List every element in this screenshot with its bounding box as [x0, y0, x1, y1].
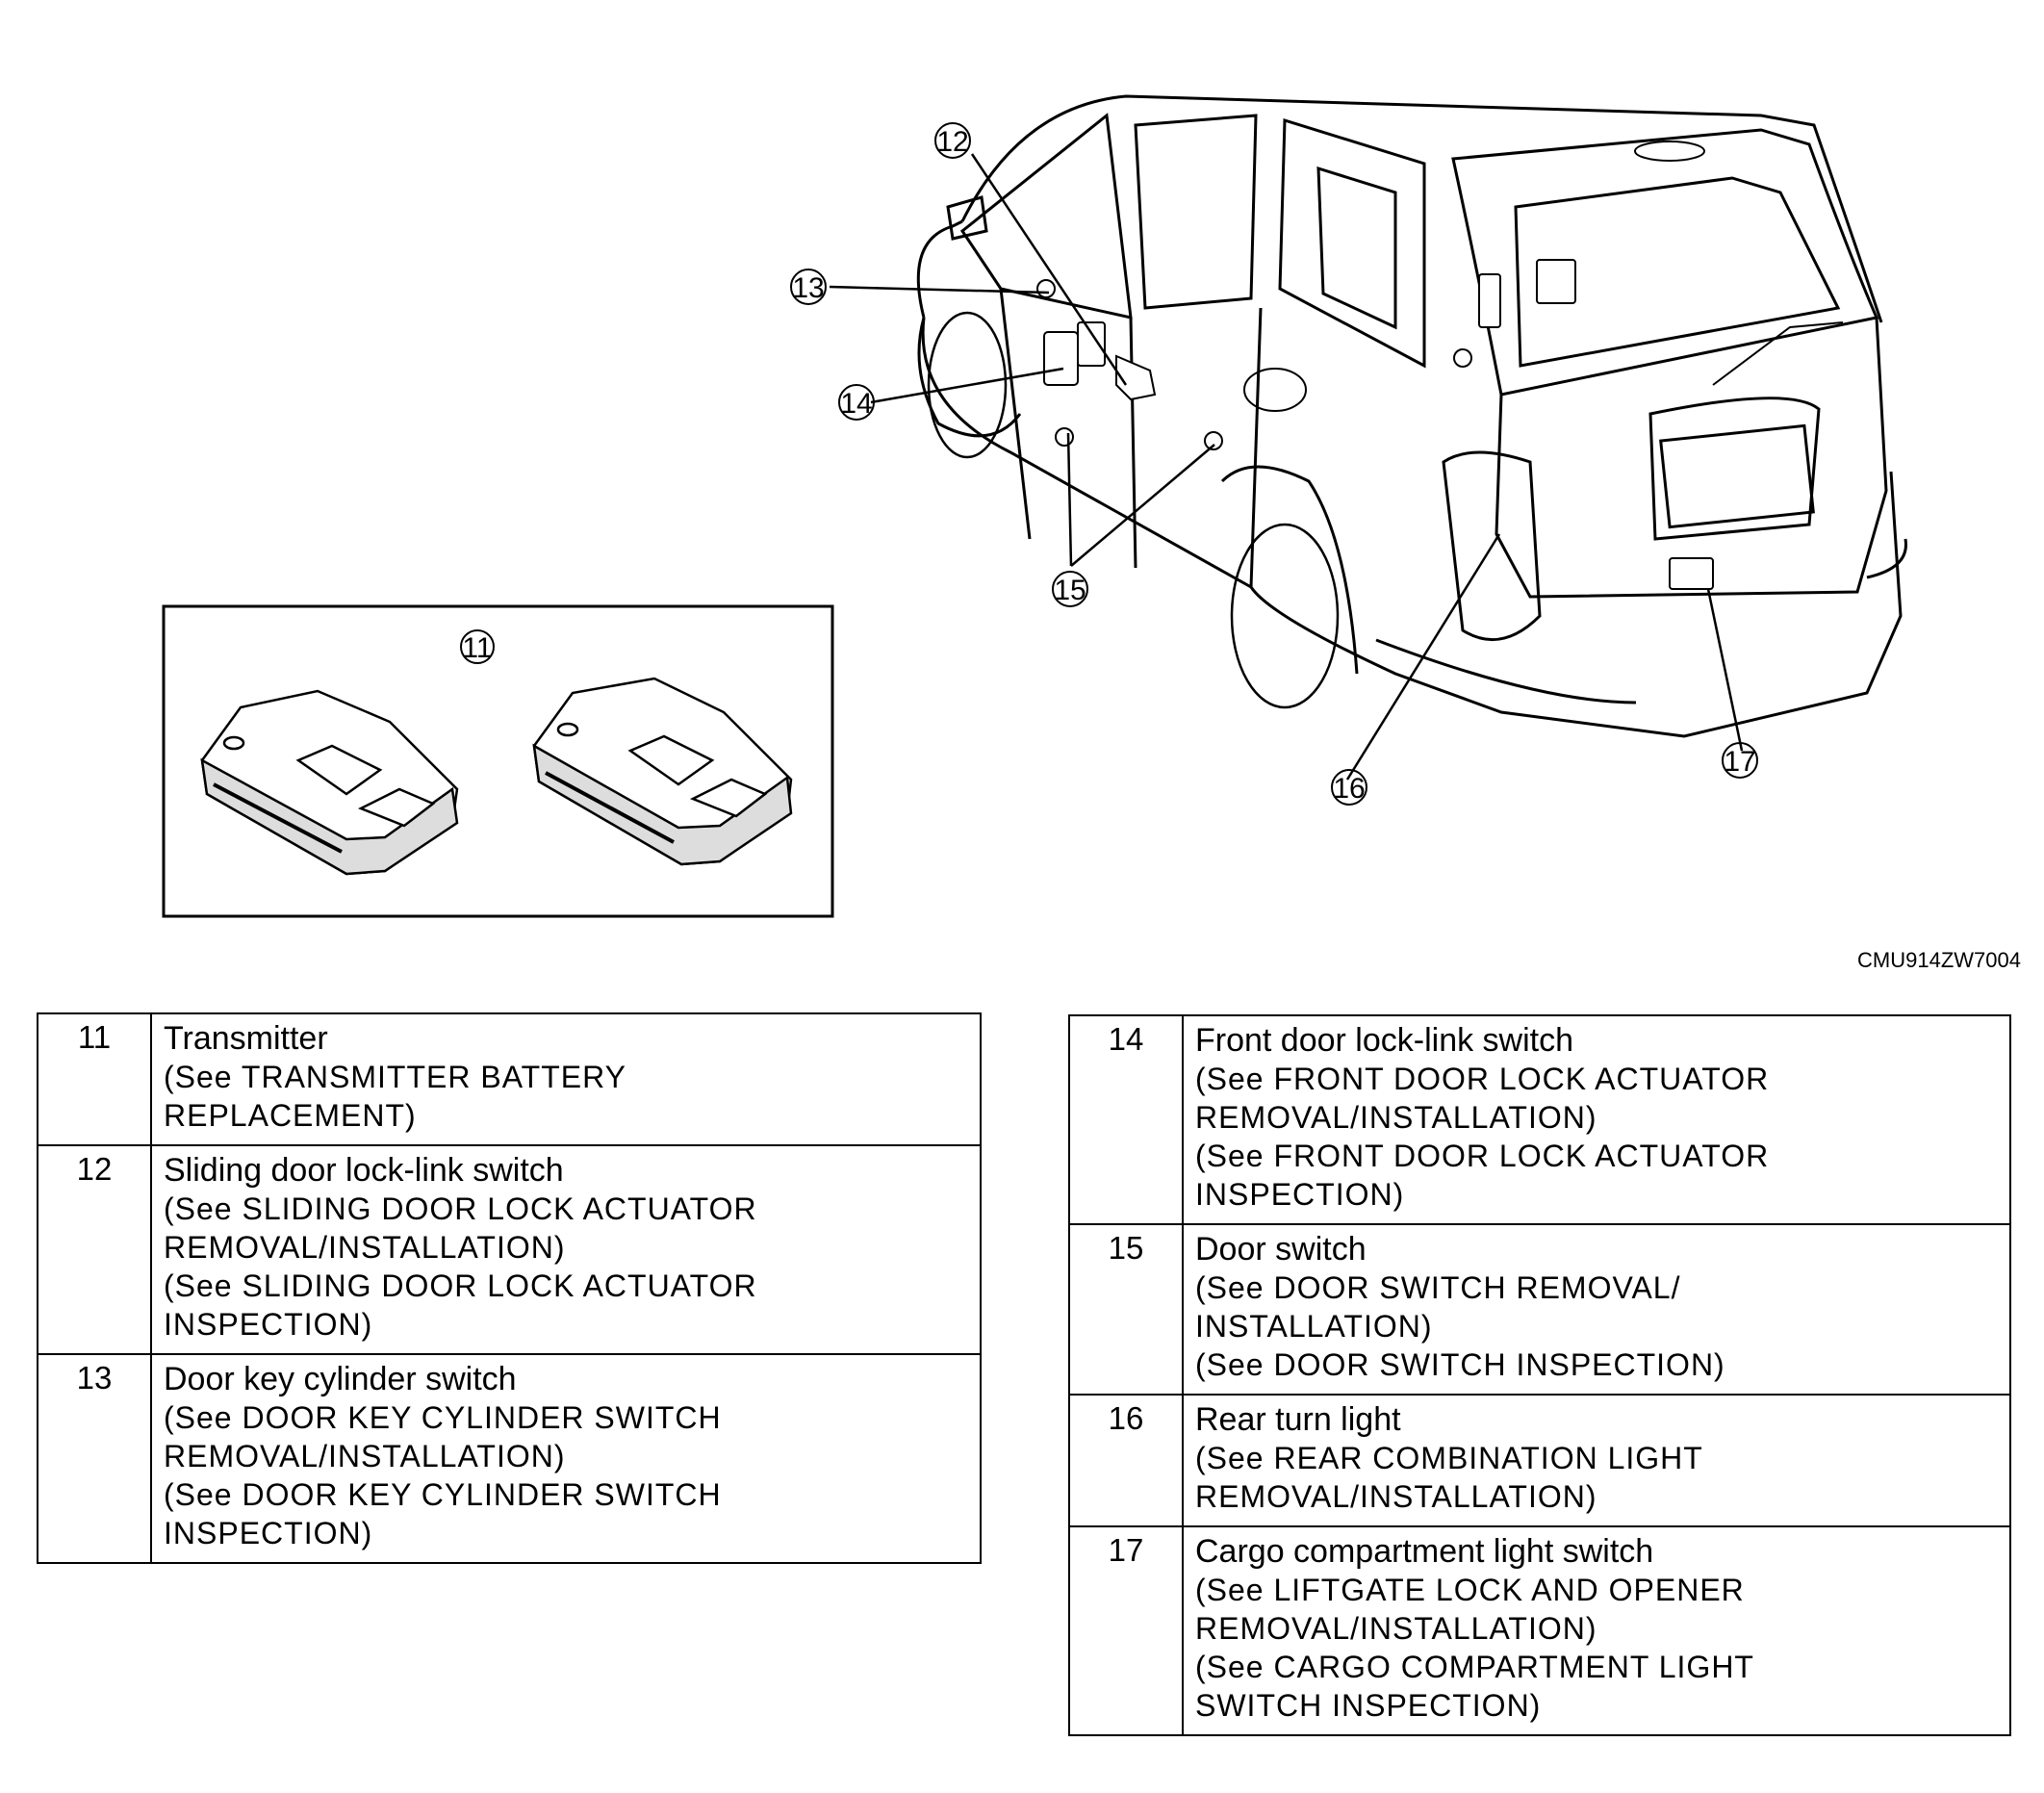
- legend-number: 17: [1069, 1525, 1184, 1735]
- legend-reference: REMOVAL/INSTALLATION): [164, 1439, 566, 1473]
- legend-reference: REMOVAL/INSTALLATION): [1195, 1611, 1597, 1646]
- legend-title: Rear turn light: [1195, 1401, 1401, 1438]
- legend-reference: SWITCH INSPECTION): [1195, 1688, 1542, 1723]
- component-markers: [1036, 259, 1714, 590]
- legend-table-left: 11 Transmitter (See TRANSMITTER BATTERY …: [37, 1012, 982, 1564]
- legend-row-16: 16 Rear turn light (See REAR COMBINATION…: [1069, 1394, 2010, 1526]
- legend-reference: (See FRONT DOOR LOCK ACTUATOR: [1195, 1062, 1770, 1096]
- legend-row-17: 17 Cargo compartment light switch (See L…: [1069, 1525, 2010, 1735]
- callout-14: 14: [840, 388, 872, 420]
- transmitter-inset: 11: [162, 604, 834, 918]
- legend-reference: (See DOOR SWITCH REMOVAL/: [1195, 1270, 1681, 1305]
- legend-reference: (See FRONT DOOR LOCK ACTUATOR: [1195, 1139, 1770, 1173]
- legend-reference: INSPECTION): [164, 1307, 373, 1342]
- legend-reference: (See DOOR SWITCH INSPECTION): [1195, 1347, 1725, 1382]
- legend-reference: REMOVAL/INSTALLATION): [1195, 1100, 1597, 1135]
- legend-reference: (See REAR COMBINATION LIGHT: [1195, 1441, 1703, 1475]
- callout-17: 17: [1724, 746, 1755, 778]
- legend-reference: (See SLIDING DOOR LOCK ACTUATOR: [164, 1191, 757, 1226]
- legend-title: Front door lock-link switch: [1195, 1022, 1574, 1059]
- legend-number: 15: [1069, 1223, 1184, 1395]
- legend-row-11: 11 Transmitter (See TRANSMITTER BATTERY …: [38, 1013, 981, 1145]
- legend-row-15: 15 Door switch (See DOOR SWITCH REMOVAL/…: [1069, 1223, 2010, 1395]
- legend-reference: (See DOOR KEY CYLINDER SWITCH: [164, 1400, 722, 1435]
- callout-13: 13: [792, 272, 824, 304]
- legend-reference: (See TRANSMITTER BATTERY: [164, 1060, 626, 1094]
- legend-title: Door switch: [1195, 1231, 1367, 1268]
- legend-reference: INSTALLATION): [1195, 1309, 1433, 1344]
- legend-number: 11: [38, 1013, 152, 1145]
- legend-reference: (See LIFTGATE LOCK AND OPENER: [1195, 1573, 1745, 1607]
- legend-reference: INSPECTION): [1195, 1177, 1405, 1212]
- legend-title: Cargo compartment light switch: [1195, 1533, 1654, 1570]
- callout-12: 12: [936, 126, 968, 158]
- legend-number: 14: [1069, 1015, 1184, 1224]
- legend-reference: REPLACEMENT): [164, 1098, 417, 1133]
- legend-reference: (See SLIDING DOOR LOCK ACTUATOR: [164, 1268, 757, 1303]
- key-fob-icon: [200, 689, 459, 876]
- legend-reference: (See DOOR KEY CYLINDER SWITCH: [164, 1477, 722, 1512]
- callout-16: 16: [1333, 773, 1365, 805]
- legend-row-12: 12 Sliding door lock-link switch (See SL…: [38, 1144, 981, 1354]
- legend-table-right: 14 Front door lock-link switch (See FRON…: [1068, 1014, 2011, 1736]
- legend-reference: INSPECTION): [164, 1516, 373, 1550]
- legend-number: 13: [38, 1353, 152, 1563]
- legend-title: Transmitter: [164, 1020, 328, 1057]
- legend-title: Door key cylinder switch: [164, 1361, 517, 1397]
- legend-number: 16: [1069, 1394, 1184, 1526]
- callout-15: 15: [1054, 575, 1086, 606]
- callout-11: 11: [462, 632, 492, 664]
- legend-row-14: 14 Front door lock-link switch (See FRON…: [1069, 1015, 2010, 1224]
- legend-number: 12: [38, 1144, 152, 1354]
- figure-code: CMU914ZW7004: [1857, 948, 2021, 972]
- callouts: [790, 122, 1758, 806]
- legend-title: Sliding door lock-link switch: [164, 1152, 564, 1189]
- key-fob-icon: [532, 677, 793, 866]
- vehicle-outline: [916, 94, 1907, 738]
- legend-reference: REMOVAL/INSTALLATION): [164, 1230, 566, 1265]
- legend-reference: REMOVAL/INSTALLATION): [1195, 1479, 1597, 1514]
- legend-row-13: 13 Door key cylinder switch (See DOOR KE…: [38, 1353, 981, 1563]
- legend-reference: (See CARGO COMPARTMENT LIGHT: [1195, 1650, 1754, 1684]
- leader-lines: [829, 153, 1744, 781]
